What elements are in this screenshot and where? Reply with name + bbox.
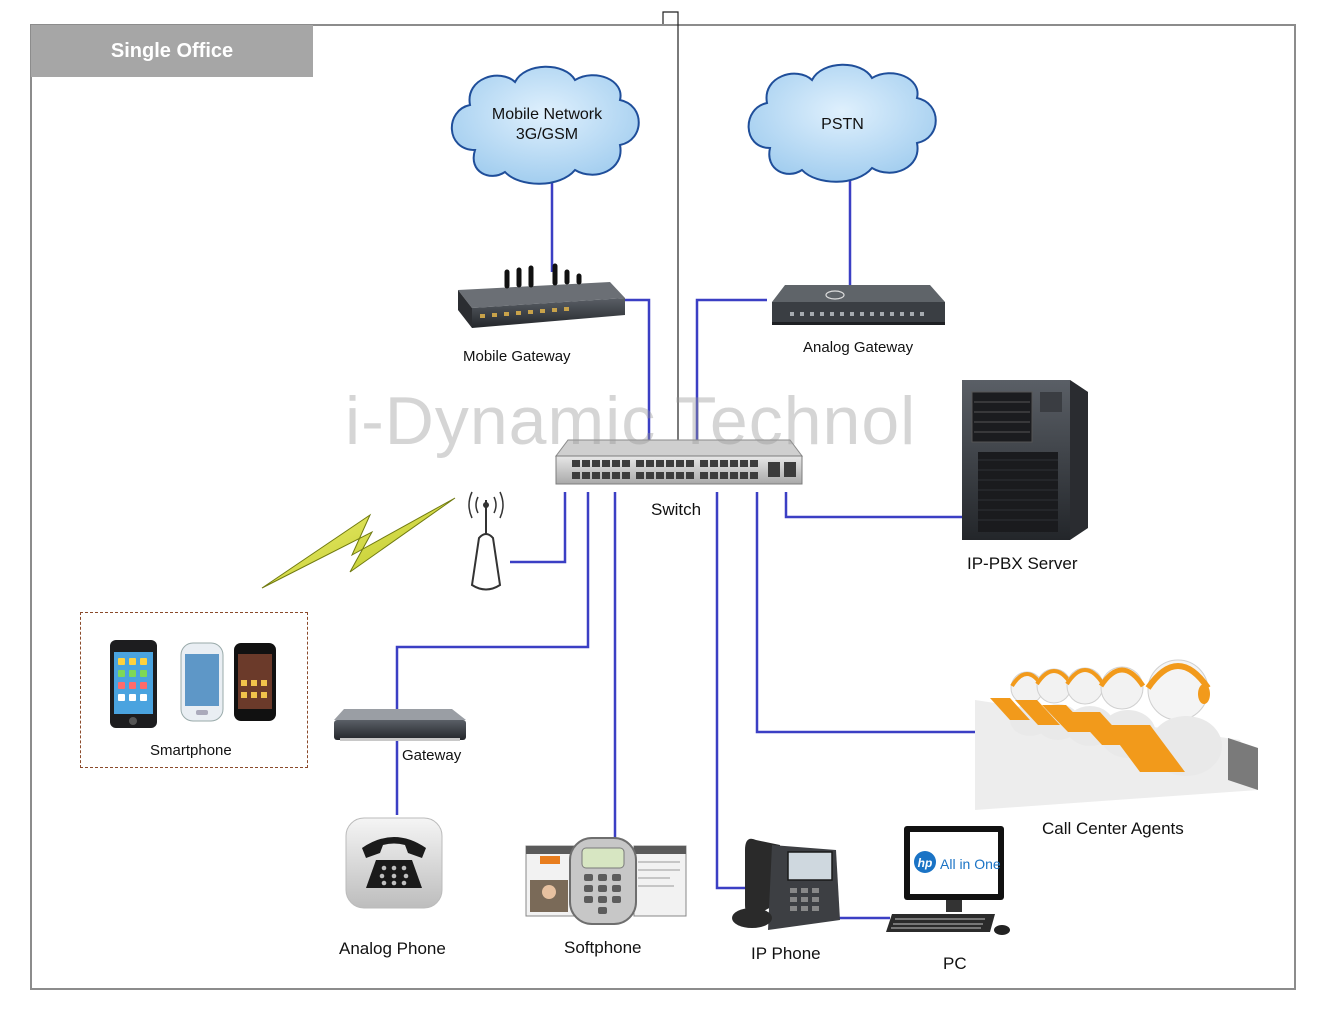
link-mobile-gateway-switch <box>625 298 651 440</box>
svg-text:hp: hp <box>918 856 933 870</box>
link-switch-ip-phone <box>715 492 755 890</box>
top-bracket-line <box>662 11 679 440</box>
switch-icon <box>555 439 803 485</box>
analog-phone-label: Analog Phone <box>339 939 446 958</box>
link-switch-access-point <box>510 492 567 564</box>
server-icon <box>962 380 1088 540</box>
softphone-label: Softphone <box>564 938 642 957</box>
watermark-text: i-Dynamic Technol <box>345 383 917 459</box>
cloud-mobile-network-label: Mobile Network 3G/GSM <box>472 105 622 145</box>
link-switch-pbx <box>784 492 962 519</box>
cloud-pstn-label: PSTN <box>821 116 864 133</box>
diagram-frame <box>30 24 1296 990</box>
pc-label: PC <box>943 954 967 973</box>
mobile-gateway-label: Mobile Gateway <box>463 348 571 365</box>
smartphone-icon <box>110 640 157 728</box>
link-analog-gateway-switch <box>695 298 767 440</box>
analog-phone-icon <box>345 817 443 909</box>
smartphone-group-box <box>80 612 308 768</box>
link-switch-gateway <box>395 492 590 712</box>
connection-lines <box>395 180 975 920</box>
wireless-signal-icon <box>261 497 456 589</box>
ip-pbx-server-label: IP-PBX Server <box>967 554 1078 573</box>
analog-gateway-icon <box>772 285 945 325</box>
agent <box>1105 659 1222 776</box>
analog-gateway-label: Analog Gateway <box>803 339 914 356</box>
ip-phone-icon <box>732 838 840 930</box>
mobile-gateway-icon <box>458 263 625 328</box>
cloud-mobile-network-line2: 3G/GSM <box>515 126 579 143</box>
link-switch-call-center <box>755 492 975 734</box>
softphone-icon <box>525 837 687 925</box>
cloud-icon <box>747 63 937 183</box>
cloud-icon <box>450 65 640 185</box>
smartphone-label: Smartphone <box>150 742 232 759</box>
pc-brand-text: All in One <box>940 856 1001 872</box>
gateway-label: Gateway <box>402 747 462 764</box>
smartphone-icon <box>234 643 276 721</box>
pc-icon: hp All in One <box>886 826 1010 935</box>
switch-label: Switch <box>651 500 702 519</box>
gateway-icon <box>334 709 466 741</box>
agent <box>1015 668 1080 740</box>
call-center-agents-icon <box>975 659 1258 810</box>
cloud-mobile-network-line1: Mobile Network <box>491 106 603 123</box>
call-center-agents-label: Call Center Agents <box>1042 819 1184 838</box>
ip-phone-label: IP Phone <box>751 944 821 963</box>
access-point-icon <box>468 491 504 591</box>
diagram-title: Single Office <box>31 25 313 77</box>
smartphone-icon <box>180 642 224 722</box>
